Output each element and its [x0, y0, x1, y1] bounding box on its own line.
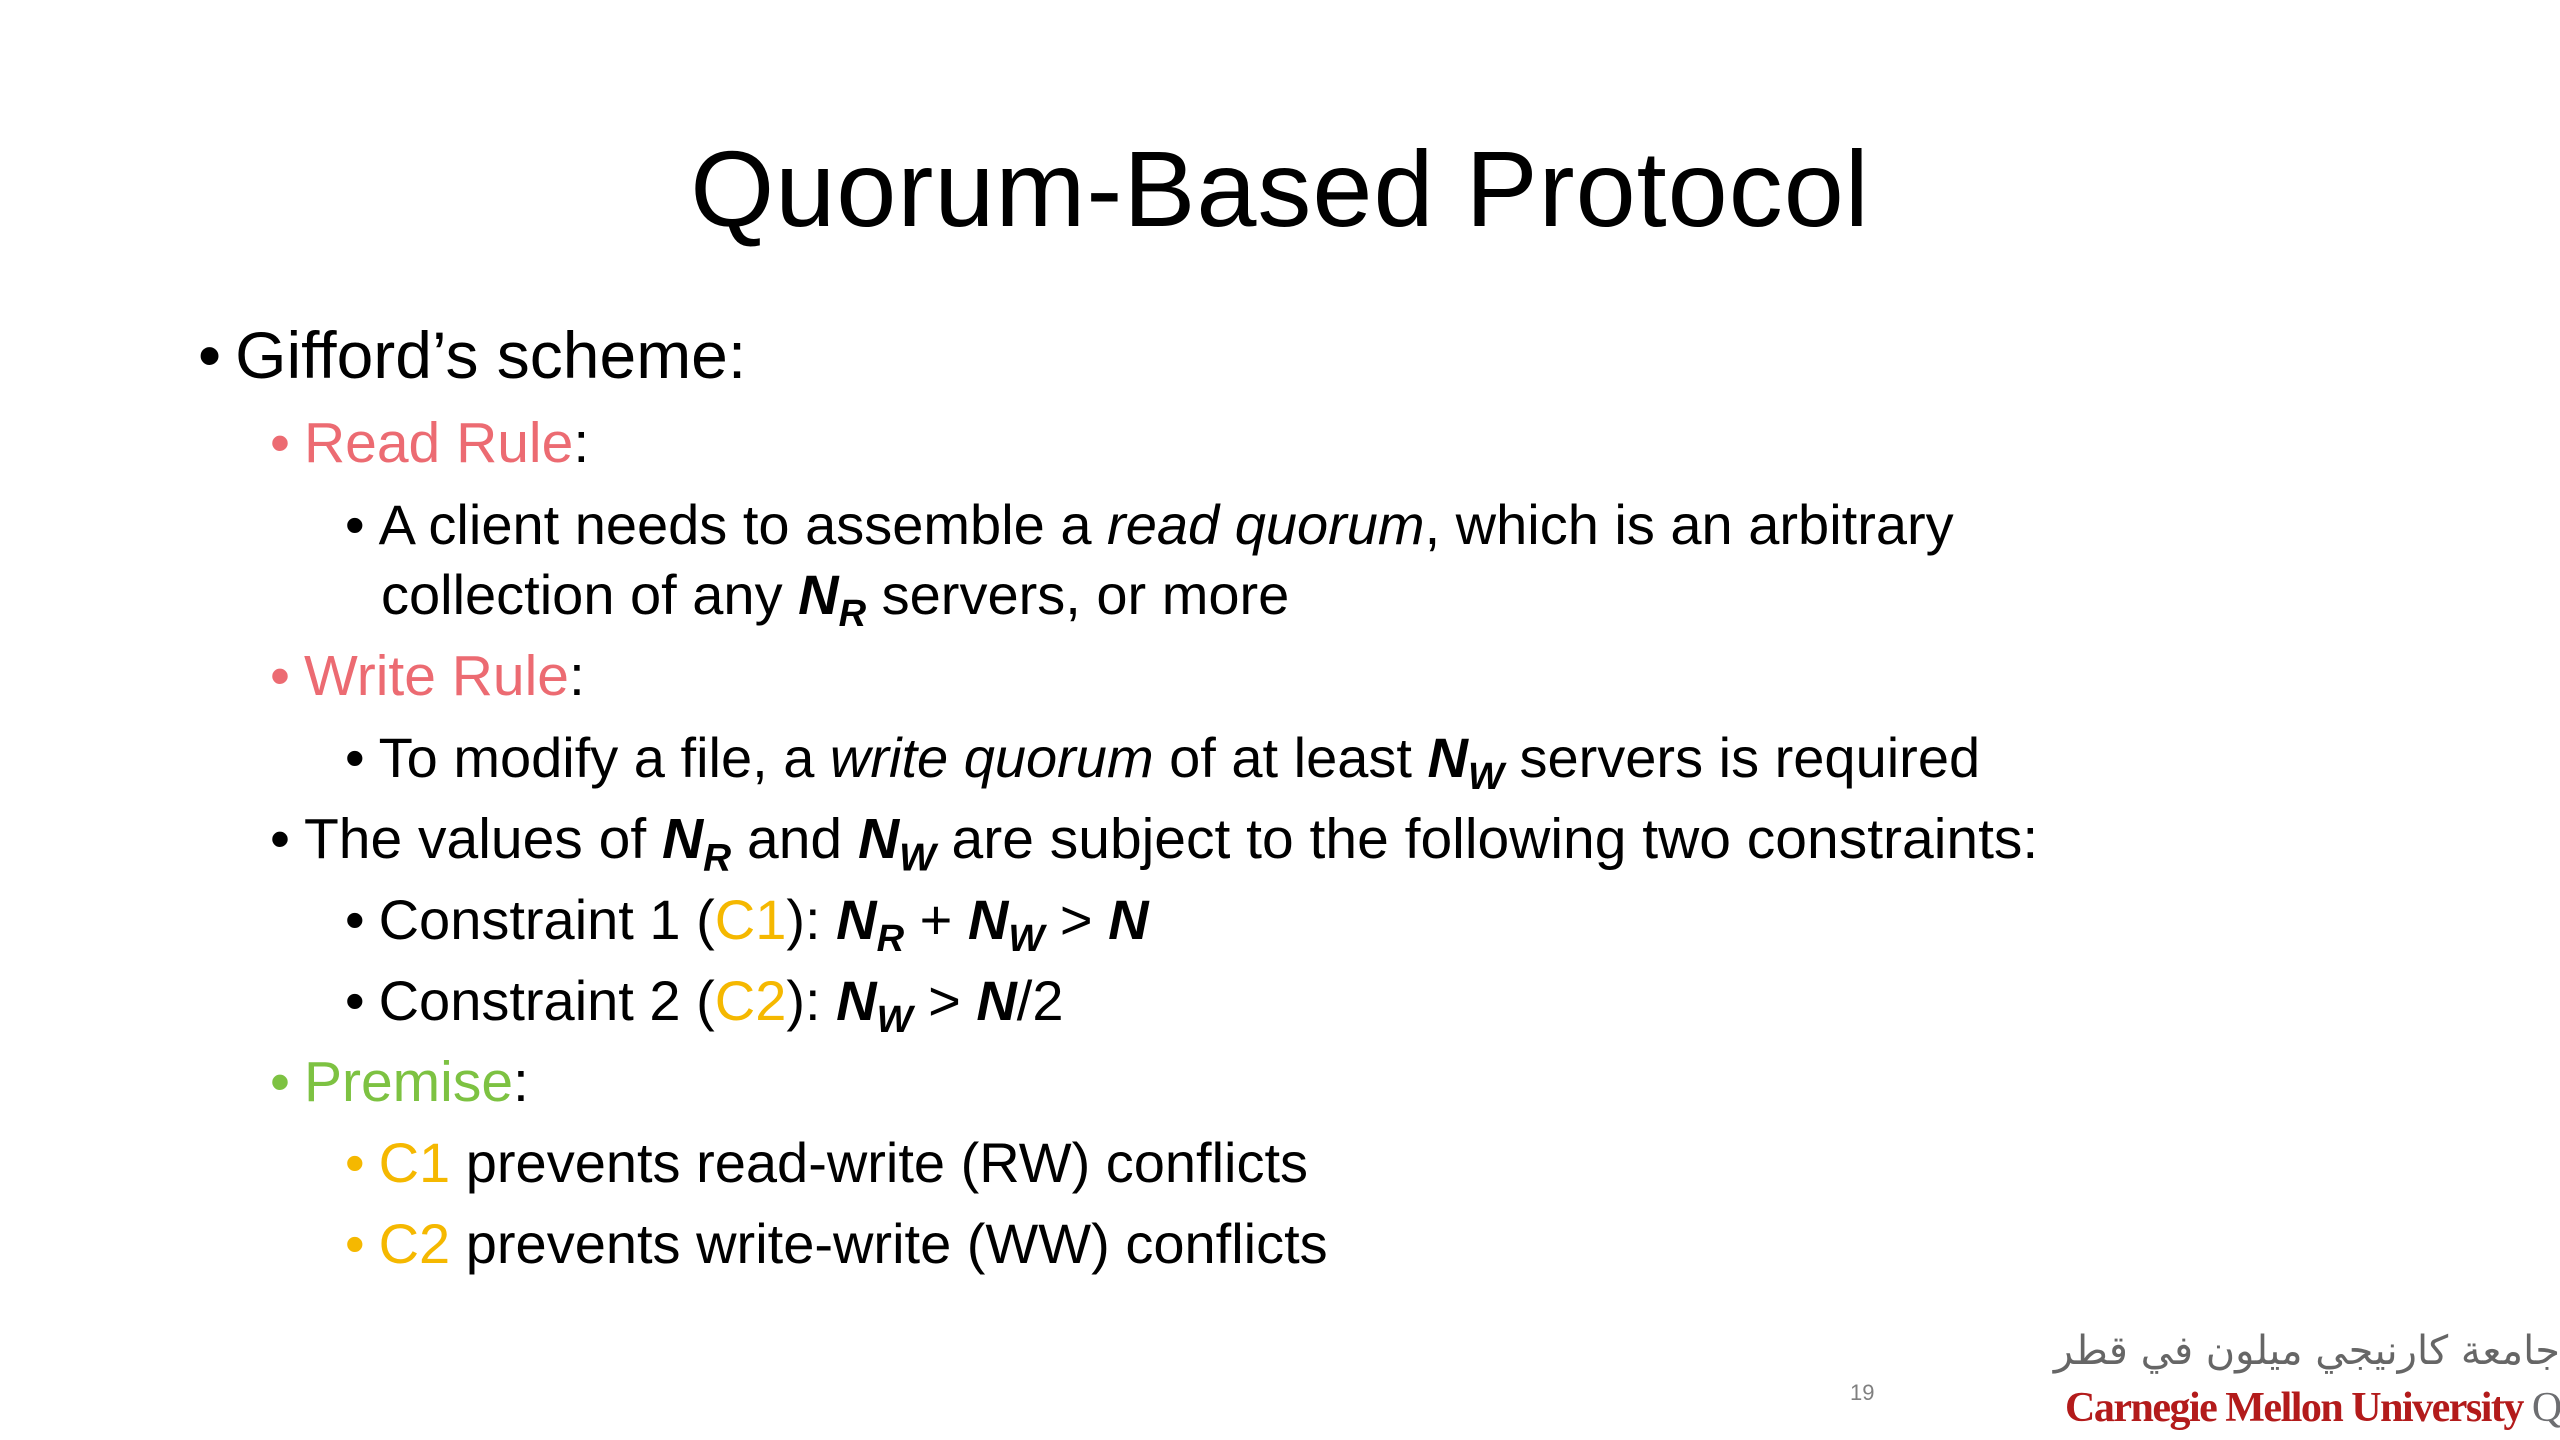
constraint2-op-gt: >	[912, 969, 977, 1032]
read-quorum-term: read quorum	[1107, 493, 1425, 556]
read-detail-line2-prefix: collection of any	[381, 563, 799, 626]
bullet-write-detail: •To modify a file, a write quorum of at …	[345, 726, 1980, 797]
var-n-r: NR	[798, 563, 867, 636]
premise-colon: :	[513, 1050, 529, 1114]
bullet-read-detail: •A client needs to assemble a read quoru…	[345, 497, 1954, 553]
logo-arabic-text: جامعة كارنيجي ميلون في قطر	[2053, 1328, 2560, 1374]
bullet-write-rule: •Write Rule:	[270, 648, 585, 705]
gifford-scheme-text: Gifford’s scheme:	[235, 318, 747, 392]
read-detail-continuation: collection of any NR servers, or more	[381, 567, 1289, 634]
bullet-gifford-scheme: •Gifford’s scheme:	[198, 322, 746, 388]
var-n: N	[976, 969, 1017, 1032]
read-detail-part1: A client needs to assemble a	[378, 493, 1108, 556]
logo-cmu-text: Carnegie Mellon University	[2065, 1385, 2524, 1431]
values-part3: are subject to the following two constra…	[935, 807, 2039, 871]
write-detail-part2: of at least	[1153, 726, 1428, 789]
var-n-r: NR	[836, 888, 905, 961]
premise-c2-text: prevents write-write (WW) conflicts	[450, 1212, 1328, 1275]
constraint2-tail: /2	[1016, 969, 1064, 1032]
bullet-constraint-2: •Constraint 2 (C2): NW > N/2	[345, 969, 1064, 1040]
bullet-dot: •	[345, 726, 365, 789]
var-n-w: NW	[967, 888, 1045, 961]
page-number: 19	[1850, 1380, 1875, 1405]
var-n-w: NW	[1427, 726, 1504, 799]
var-n: N	[1108, 888, 1149, 951]
constraint1-op-plus: +	[904, 888, 968, 951]
bullet-dot: •	[270, 644, 290, 708]
bullet-dot: •	[198, 318, 222, 392]
bullet-values-constraints: •The values of NR and NW are subject to …	[270, 811, 2038, 878]
values-part2: and	[731, 807, 858, 871]
premise-label: Premise	[303, 1050, 514, 1114]
var-n-r: NR	[662, 807, 732, 880]
constraint2-code: C2	[714, 969, 787, 1032]
bullet-dot: •	[345, 888, 365, 951]
bullet-dot: •	[270, 1050, 290, 1114]
premise-c1-code: C1	[378, 1131, 451, 1194]
bullet-premise: •Premise:	[270, 1054, 529, 1111]
slide-title: Quorum-Based Protocol	[690, 128, 1870, 249]
read-rule-colon: :	[573, 411, 590, 475]
logo-english-text: Carnegie Mellon University Qatar	[2065, 1384, 2560, 1432]
constraint1-suffix: ):	[786, 888, 837, 951]
var-n-w: NW	[836, 969, 913, 1042]
bullet-dot: •	[345, 1131, 365, 1194]
bullet-dot: •	[345, 493, 365, 556]
bullet-dot: •	[345, 1212, 365, 1275]
premise-c1-text: prevents read-write (RW) conflicts	[450, 1131, 1309, 1194]
write-rule-label: Write Rule	[303, 644, 569, 708]
write-quorum-term: write quorum	[829, 726, 1154, 789]
constraint1-op-gt: >	[1044, 888, 1109, 951]
write-detail-part3: servers is required	[1503, 726, 1981, 789]
bullet-premise-c1: •C1 prevents read-write (RW) conflicts	[345, 1135, 1308, 1191]
premise-c2-code: C2	[378, 1212, 451, 1275]
bullet-premise-c2: •C2 prevents write-write (WW) conflicts	[345, 1216, 1328, 1272]
bullet-read-rule: •Read Rule:	[270, 415, 589, 472]
bullet-constraint-1: •Constraint 1 (C1): NR + NW > N	[345, 888, 1149, 959]
constraint2-suffix: ):	[786, 969, 837, 1032]
bullet-dot: •	[270, 807, 290, 871]
read-detail-part2: , which is an arbitrary	[1424, 493, 1954, 556]
constraint1-prefix: Constraint 1 (	[378, 888, 715, 951]
bullet-dot: •	[270, 411, 290, 475]
logo-qatar-text: Qatar	[2531, 1385, 2560, 1431]
write-detail-part1: To modify a file, a	[378, 726, 830, 789]
constraint1-code: C1	[714, 888, 787, 951]
read-rule-label: Read Rule	[303, 411, 574, 475]
cmu-qatar-logo: جامعة كارنيجي ميلون في قطر Carnegie Mell…	[2053, 1328, 2560, 1438]
write-rule-colon: :	[569, 644, 585, 708]
values-part1: The values of	[303, 807, 662, 871]
bullet-dot: •	[345, 969, 365, 1032]
var-n-w: NW	[857, 807, 936, 880]
read-detail-line2-suffix: servers, or more	[866, 563, 1290, 626]
constraint2-prefix: Constraint 2 (	[378, 969, 715, 1032]
